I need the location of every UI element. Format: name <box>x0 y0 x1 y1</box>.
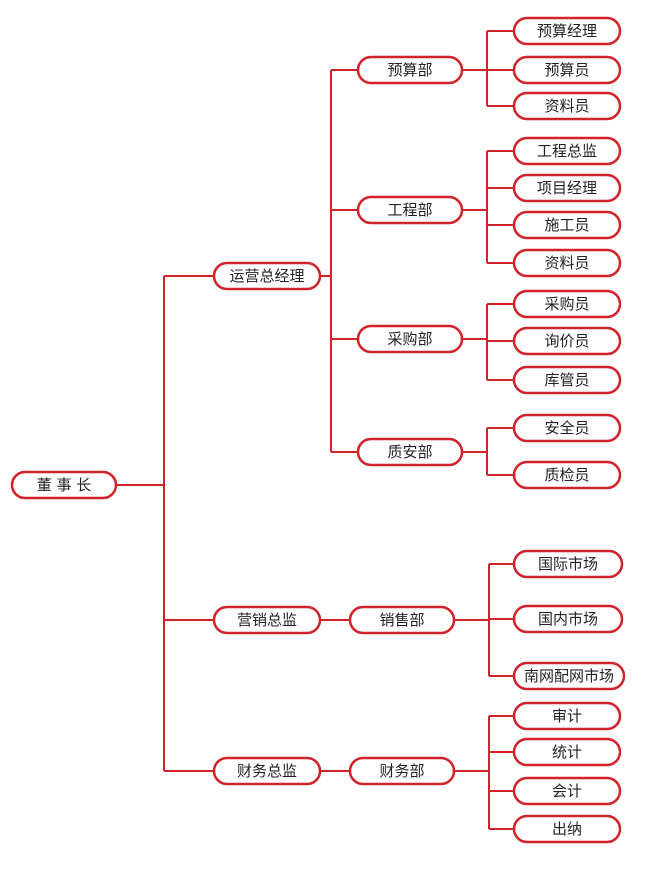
org-node-role-label: 资料员 <box>544 97 589 115</box>
org-node-ops-box <box>212 261 322 291</box>
org-node-role: 国内市场 <box>512 604 624 634</box>
org-node-ops: 运营总经理 <box>212 261 322 291</box>
org-node-role-label: 审计 <box>552 707 582 725</box>
org-node-dept-quality-label: 质安部 <box>387 443 432 461</box>
org-node-sales-label: 营销总监 <box>237 611 297 629</box>
org-node-role-label: 预算员 <box>544 61 589 79</box>
org-node-role-box <box>512 210 622 240</box>
org-node-role-box <box>512 173 622 203</box>
org-node-dept-findep-box <box>348 756 456 786</box>
org-node-role-box <box>512 701 622 731</box>
org-node-fin: 财务总监 <box>212 756 322 786</box>
org-node-role: 资料员 <box>512 91 622 121</box>
org-node-role-label: 项目经理 <box>537 179 597 197</box>
org-node-role-label: 南网配网市场 <box>524 667 614 685</box>
org-node-role-box <box>512 661 626 691</box>
org-node-sales: 营销总监 <box>212 605 322 635</box>
org-node-role: 项目经理 <box>512 173 622 203</box>
org-node-sales-box <box>212 605 322 635</box>
org-node-chairman-box <box>10 470 118 500</box>
org-node-role-box <box>512 737 622 767</box>
org-node-role-label: 质检员 <box>544 466 589 484</box>
org-node-role-box <box>512 136 622 166</box>
org-node-fin-box <box>212 756 322 786</box>
org-node-dept-eng-label: 工程部 <box>387 201 432 219</box>
org-node-role-box <box>512 604 624 634</box>
org-node-role: 采购员 <box>512 289 622 319</box>
org-node-role-box <box>512 460 622 490</box>
org-node-dept-quality: 质安部 <box>356 437 464 467</box>
org-node-dept-findep: 财务部 <box>348 756 456 786</box>
org-node-role-label: 施工员 <box>544 216 589 234</box>
org-node-role-box <box>512 776 622 806</box>
org-node-role: 预算经理 <box>512 16 622 46</box>
org-node-role-label: 国际市场 <box>538 555 598 573</box>
org-node-role: 预算员 <box>512 55 622 85</box>
org-node-role: 质检员 <box>512 460 622 490</box>
org-node-dept-budget: 预算部 <box>356 55 464 85</box>
org-node-role-box <box>512 248 622 278</box>
org-node-dept-budget-label: 预算部 <box>387 61 432 79</box>
org-node-dept-eng-box <box>356 195 464 225</box>
org-node-role-label: 工程总监 <box>537 142 597 160</box>
org-node-role-label: 出纳 <box>552 820 582 838</box>
org-node-role-box <box>512 814 622 844</box>
org-node-dept-budget-box <box>356 55 464 85</box>
org-node-role: 会计 <box>512 776 622 806</box>
org-node-role-label: 库管员 <box>544 371 589 389</box>
org-node-dept-quality-box <box>356 437 464 467</box>
org-node-ops-label: 运营总经理 <box>229 267 304 285</box>
org-node-role-label: 预算经理 <box>537 22 597 40</box>
org-node-role-label: 会计 <box>552 782 582 800</box>
org-node-chairman: 董 事 长 <box>10 470 118 500</box>
org-node-role: 施工员 <box>512 210 622 240</box>
org-node-dept-purchase-label: 采购部 <box>387 330 432 348</box>
org-node-dept-salesdep-box <box>348 605 456 635</box>
org-node-role: 安全员 <box>512 413 622 443</box>
org-node-dept-eng: 工程部 <box>356 195 464 225</box>
org-node-role-box <box>512 413 622 443</box>
org-node-role-box <box>512 16 622 46</box>
org-node-role: 审计 <box>512 701 622 731</box>
org-node-role-label: 采购员 <box>544 295 589 313</box>
org-node-role: 库管员 <box>512 365 622 395</box>
org-node-chairman-label: 董 事 长 <box>37 476 92 494</box>
org-node-role: 统计 <box>512 737 622 767</box>
org-node-role: 国际市场 <box>512 549 624 579</box>
org-node-role-label: 国内市场 <box>538 610 598 628</box>
org-node-role-box <box>512 55 622 85</box>
org-node-role: 出纳 <box>512 814 622 844</box>
org-node-dept-salesdep-label: 销售部 <box>379 611 424 629</box>
org-node-role-label: 统计 <box>552 743 582 761</box>
org-node-role-label: 询价员 <box>544 332 589 350</box>
org-node-dept-purchase: 采购部 <box>356 324 464 354</box>
org-node-role-box <box>512 91 622 121</box>
org-node-dept-purchase-box <box>356 324 464 354</box>
org-node-role-box <box>512 289 622 319</box>
org-node-role: 南网配网市场 <box>512 661 626 691</box>
org-node-role: 工程总监 <box>512 136 622 166</box>
org-node-role-box <box>512 326 622 356</box>
org-node-dept-salesdep: 销售部 <box>348 605 456 635</box>
org-node-fin-label: 财务总监 <box>237 762 297 780</box>
org-node-role-label: 资料员 <box>544 254 589 272</box>
org-node-role-box <box>512 549 624 579</box>
org-node-dept-findep-label: 财务部 <box>379 762 424 780</box>
org-node-role: 资料员 <box>512 248 622 278</box>
org-node-role: 询价员 <box>512 326 622 356</box>
org-node-role-box <box>512 365 622 395</box>
org-node-role-label: 安全员 <box>544 419 589 437</box>
org-chart-connectors <box>116 30 514 830</box>
